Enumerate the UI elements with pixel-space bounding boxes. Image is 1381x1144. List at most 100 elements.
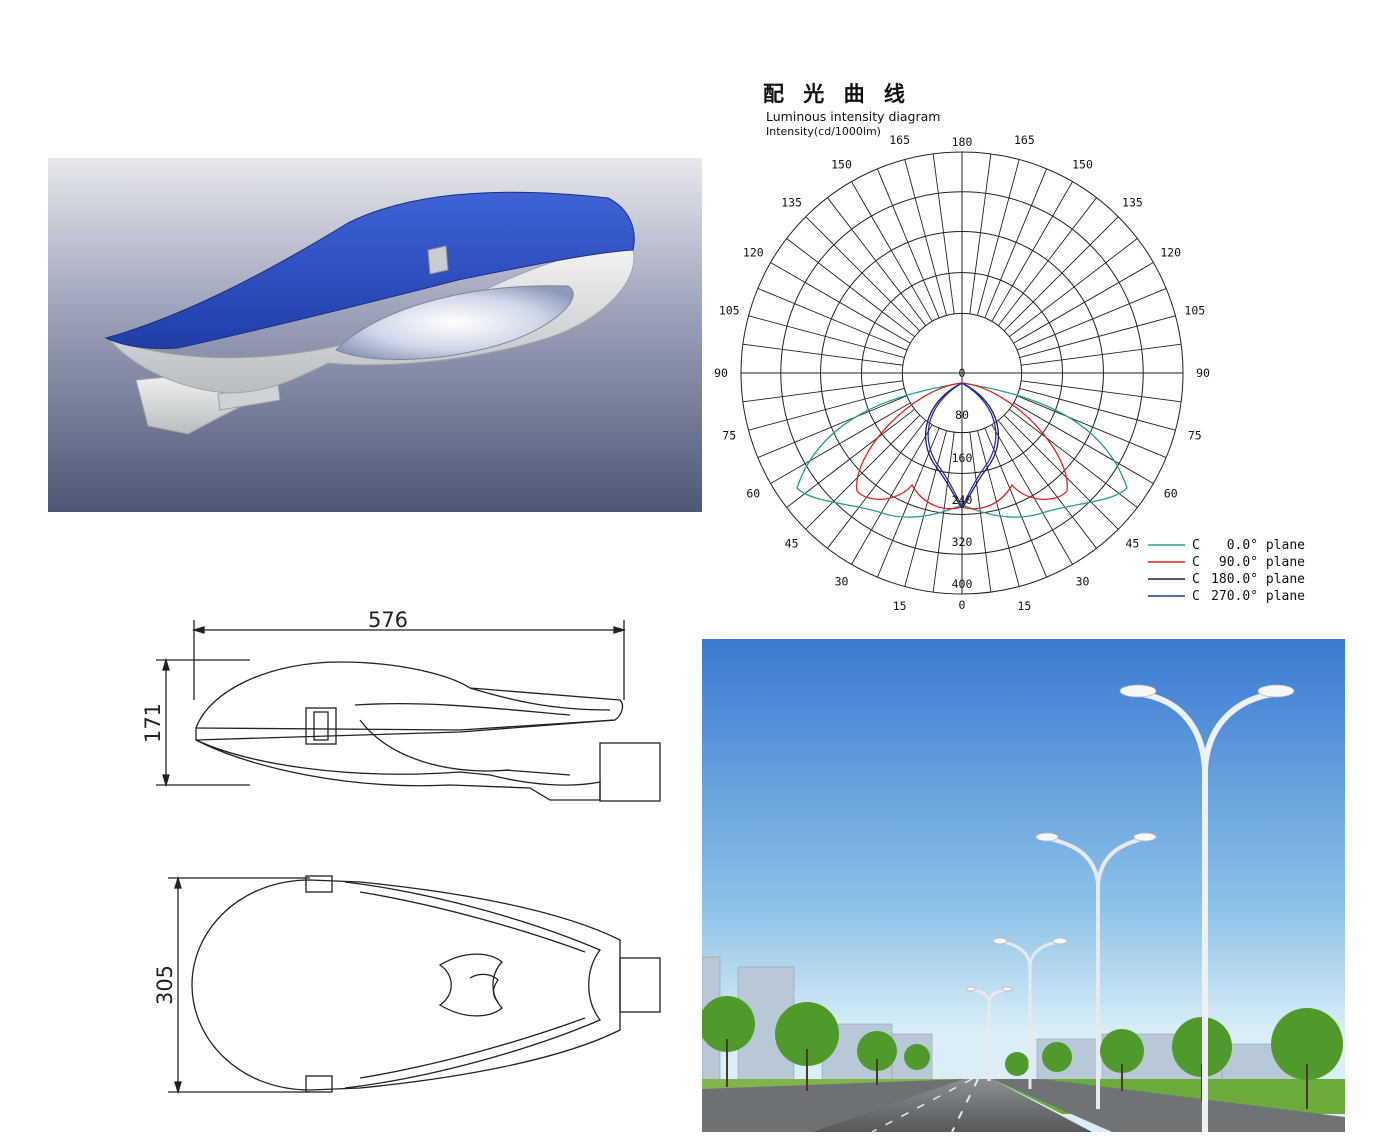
- legend-c: C: [1192, 572, 1200, 587]
- grid-spoke: [997, 420, 1097, 549]
- legend-c: C: [1192, 538, 1200, 553]
- grid-spoke: [757, 288, 908, 351]
- grid-spoke: [1013, 402, 1154, 484]
- grid-spoke: [805, 414, 921, 530]
- street-scene-photo: [699, 639, 1345, 1133]
- grid-spoke: [991, 181, 1073, 322]
- angle-label: 15: [893, 599, 907, 613]
- grid-spoke: [977, 159, 1020, 316]
- grid-spoke: [742, 380, 903, 403]
- grid-spoke: [1016, 395, 1167, 458]
- grid-spoke: [748, 315, 905, 358]
- grid-spoke: [932, 153, 955, 314]
- dim-arrows-height: [162, 657, 170, 788]
- angle-label: 75: [722, 428, 736, 442]
- angle-label: 165: [1014, 133, 1035, 147]
- polar-curves: [796, 382, 1128, 518]
- legend-label: 0.0° plane: [1227, 538, 1305, 553]
- grid-spoke: [1003, 414, 1119, 530]
- radial-label: 0: [959, 366, 966, 380]
- grid-spoke: [997, 197, 1097, 326]
- dim-length-label: 576: [368, 608, 408, 632]
- grid-spoke: [1016, 288, 1167, 351]
- legend-c: C: [1192, 589, 1200, 604]
- diagram-title-zh: 配 光 曲 线: [763, 82, 911, 106]
- grid-spoke: [904, 159, 947, 316]
- radial-label: 400: [952, 577, 973, 591]
- angle-label-0: 0: [959, 598, 966, 612]
- grid-spoke: [1021, 343, 1182, 366]
- diagram-title-en: Luminous intensity diagram: [766, 109, 940, 124]
- street-scene-image: [699, 639, 1345, 1133]
- radial-label: 160: [952, 451, 973, 465]
- grid-spoke: [851, 181, 933, 322]
- legend-c: C: [1192, 555, 1200, 570]
- grid-spoke: [748, 388, 905, 431]
- grid-spoke: [1019, 388, 1176, 431]
- legend-label: 270.0° plane: [1211, 589, 1305, 604]
- radial-label: 240: [952, 493, 973, 507]
- angle-label: 120: [743, 246, 764, 260]
- angle-label: 105: [1184, 304, 1205, 318]
- grid-spoke: [786, 238, 915, 338]
- radial-label: 320: [952, 535, 973, 549]
- grid-spoke: [827, 420, 927, 549]
- angle-label-180: 180: [952, 135, 973, 149]
- angle-label: 90: [714, 366, 728, 380]
- angle-label: 120: [1160, 246, 1181, 260]
- angle-label: 60: [1164, 487, 1178, 501]
- polar-labels: 1651651501501351351201201051059090757560…: [714, 133, 1210, 613]
- grid-spoke: [904, 430, 947, 587]
- angle-label: 45: [785, 536, 799, 550]
- grid-spoke: [827, 197, 927, 326]
- grid-spoke: [877, 168, 940, 319]
- top-view: [191, 875, 661, 1093]
- angle-label: 30: [1076, 575, 1090, 589]
- grid-spoke: [984, 168, 1047, 319]
- luminous-intensity-diagram: 配 光 曲 线 Luminous intensity diagram Inten…: [705, 70, 1381, 630]
- legend-label: 180.0° plane: [1211, 572, 1305, 587]
- grid-spoke: [757, 395, 908, 458]
- grid-spoke: [851, 424, 933, 565]
- side-view: [195, 661, 661, 802]
- dim-arrows-width: [174, 875, 182, 1095]
- dim-width-label: 305: [153, 965, 177, 1005]
- grid-spoke: [1019, 315, 1176, 358]
- grid-spoke: [1021, 380, 1182, 403]
- curve-c180: [924, 382, 1000, 509]
- angle-label: 45: [1125, 536, 1139, 550]
- angle-label: 75: [1188, 428, 1202, 442]
- lamp-render: [48, 158, 702, 512]
- angle-label: 135: [781, 196, 802, 210]
- angle-label: 135: [1122, 196, 1143, 210]
- dimension-drawing: 576 171 305: [130, 600, 690, 1120]
- dimension-drawing-svg: 576 171 305: [141, 608, 661, 1095]
- grid-spoke: [1003, 216, 1119, 332]
- grid-spoke: [977, 430, 1020, 587]
- diagram-subtitle: Intensity(cd/1000lm): [766, 125, 881, 138]
- grid-spoke: [1013, 262, 1154, 344]
- angle-label: 150: [831, 157, 852, 171]
- grid-spoke: [1009, 408, 1138, 508]
- grid-spoke: [1009, 238, 1138, 338]
- grid-spoke: [742, 343, 903, 366]
- angle-label: 15: [1017, 599, 1031, 613]
- lamp-render-image: [48, 158, 702, 512]
- angle-label: 30: [835, 575, 849, 589]
- angle-label: 165: [889, 133, 910, 147]
- grid-spoke: [969, 153, 992, 314]
- polar-chart: 配 光 曲 线 Luminous intensity diagram Inten…: [714, 82, 1305, 613]
- dim-height-label: 171: [141, 703, 165, 743]
- grid-spoke: [805, 216, 921, 332]
- grid-spoke: [786, 408, 915, 508]
- angle-label: 60: [746, 487, 760, 501]
- grid-spoke: [770, 402, 911, 484]
- radial-label: 80: [955, 408, 969, 422]
- grid-spoke: [770, 262, 911, 344]
- dim-arrows-length: [191, 626, 627, 634]
- angle-label: 150: [1072, 157, 1093, 171]
- grid-spoke: [991, 424, 1073, 565]
- curve-c270: [927, 382, 997, 508]
